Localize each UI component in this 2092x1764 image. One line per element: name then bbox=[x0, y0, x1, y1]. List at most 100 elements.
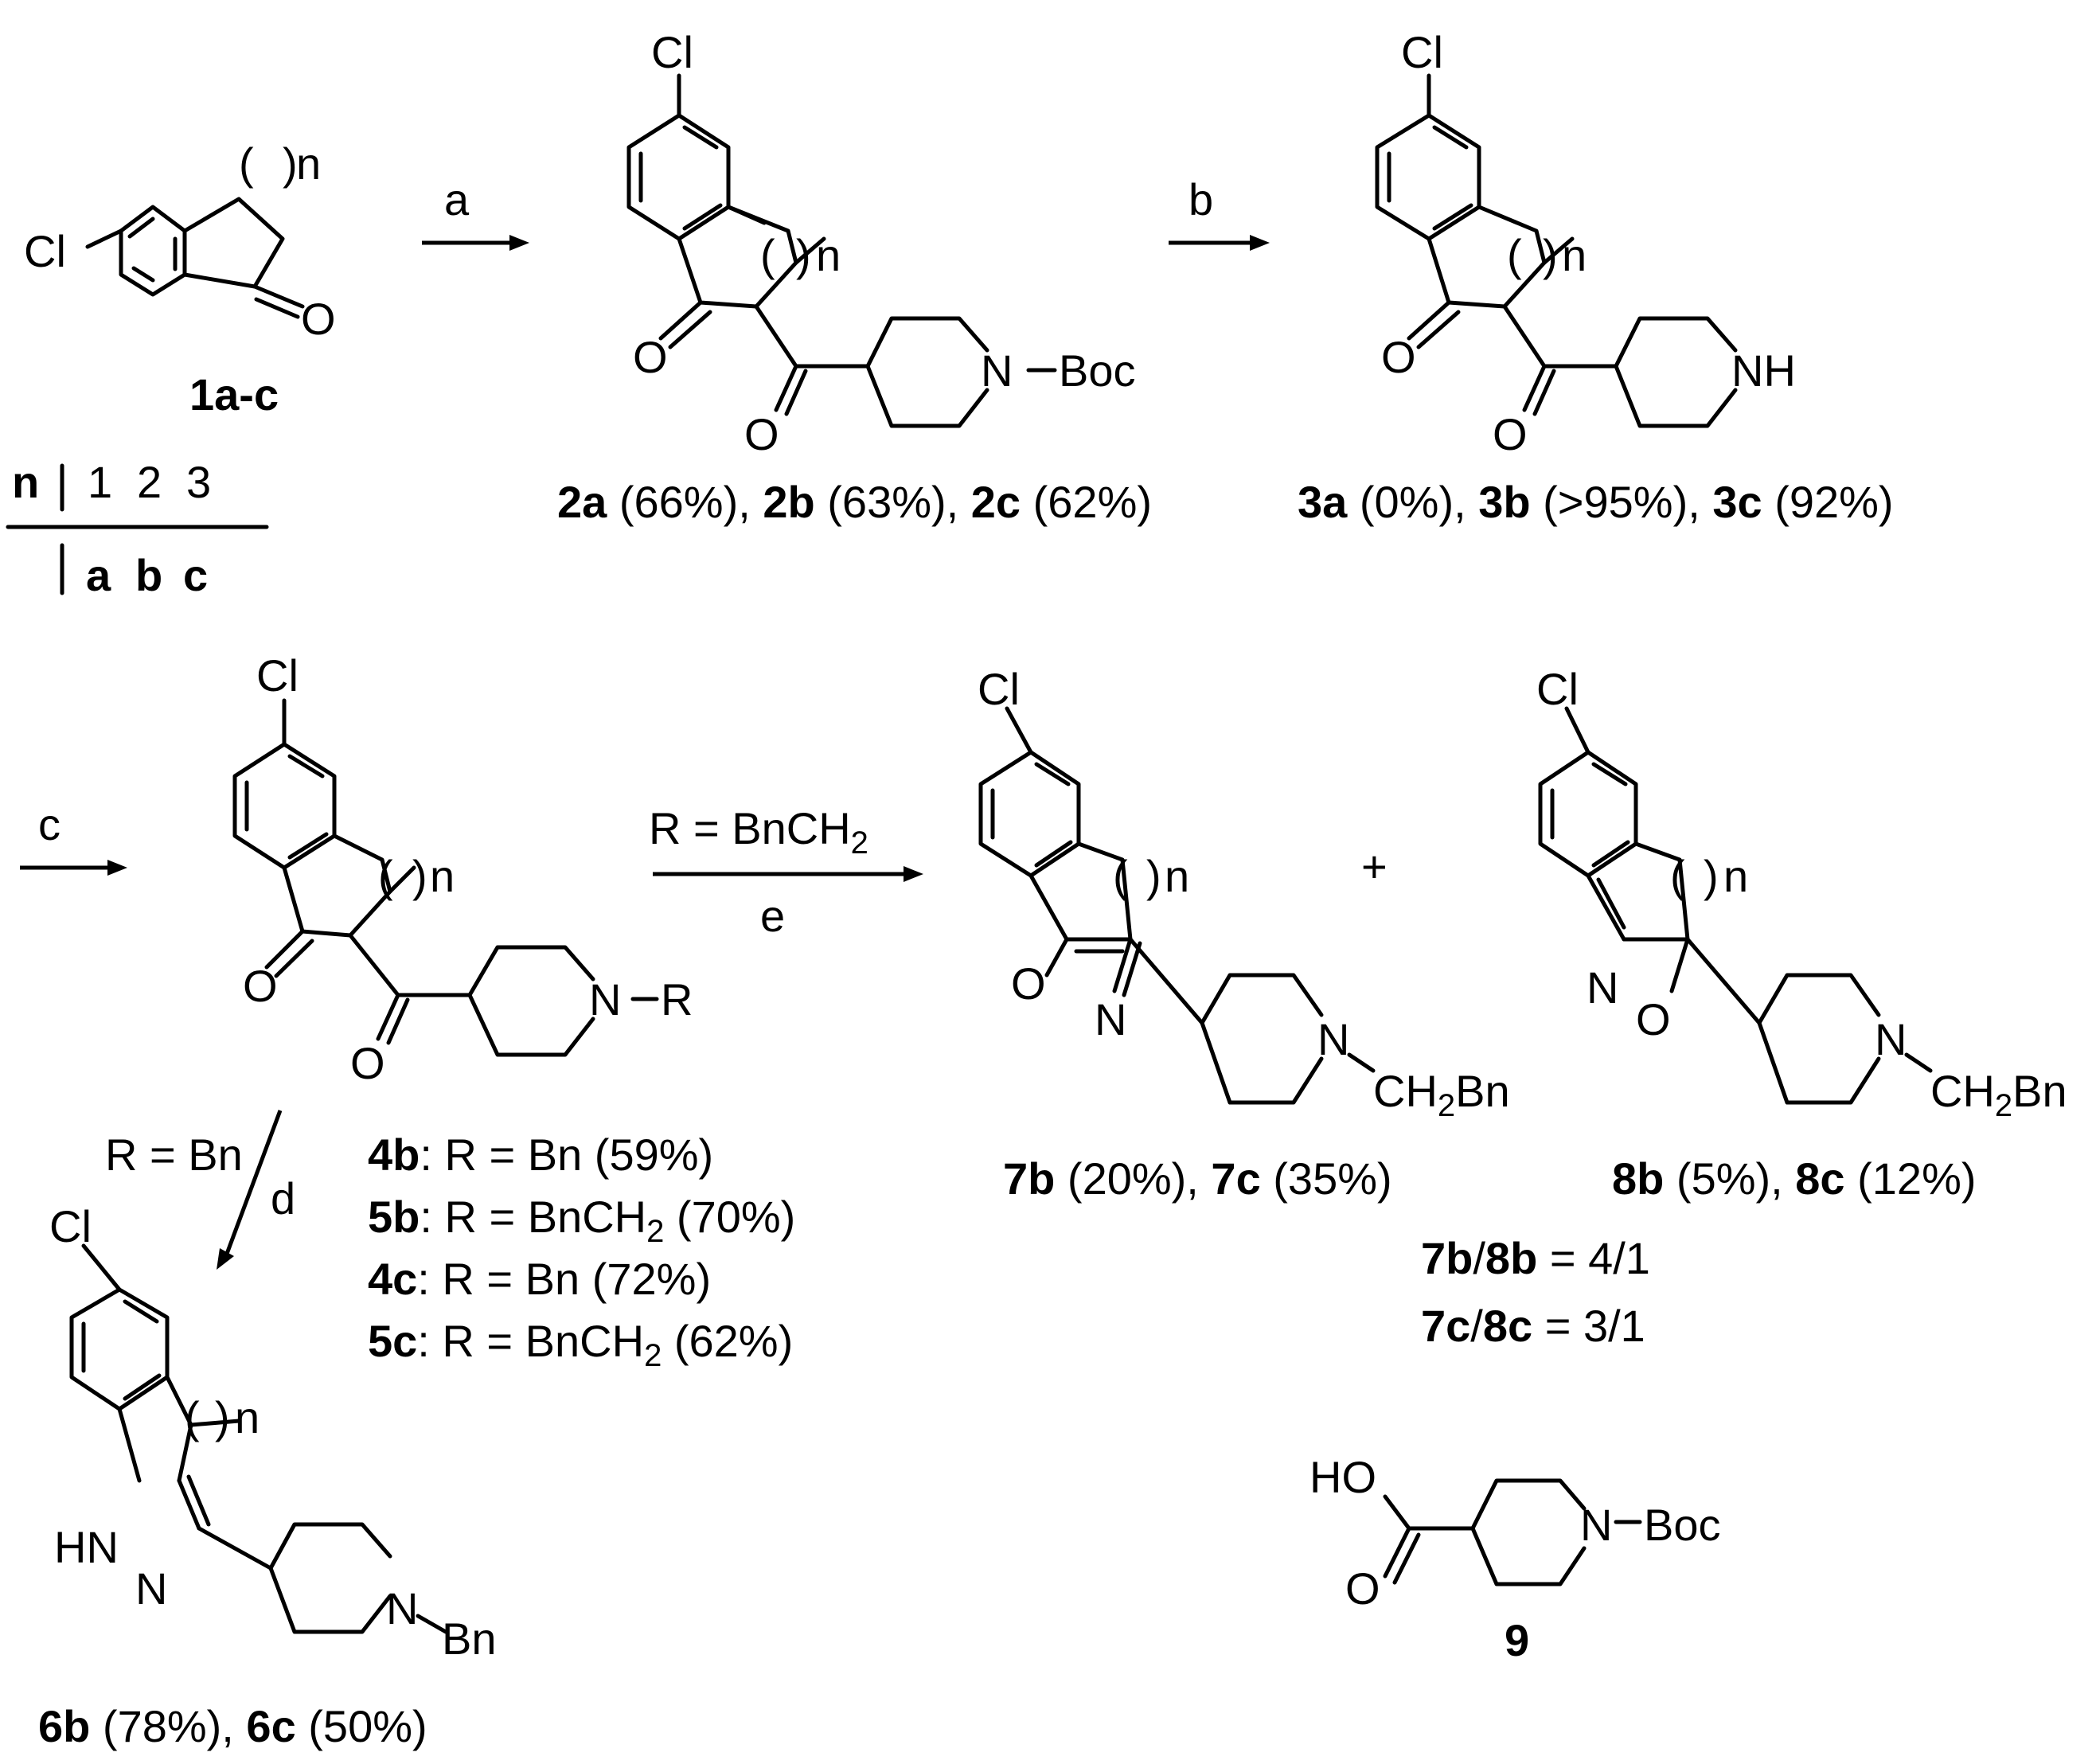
n-atom: N bbox=[1580, 1500, 1612, 1550]
compound-3: Cl O O NH ( ) n 3a (0%), 3b (>95%), 3c (… bbox=[1298, 27, 1894, 527]
c45-line-4: 5c: R = BnCH2 (62%) bbox=[368, 1316, 793, 1373]
ring-n: n bbox=[235, 1392, 260, 1442]
ring-n: n bbox=[816, 230, 841, 280]
n-atom: N bbox=[1095, 994, 1126, 1044]
boc-group: Boc bbox=[1644, 1500, 1721, 1550]
n-atom: N bbox=[981, 345, 1013, 396]
table-c: c bbox=[183, 550, 208, 600]
table-n1: 1 bbox=[88, 457, 112, 507]
ring-n: n bbox=[1723, 851, 1748, 901]
paren-open: ( bbox=[760, 230, 775, 280]
ring-n: n bbox=[1562, 230, 1587, 280]
compound-8-yields: 8b (5%), 8c (12%) bbox=[1612, 1153, 1977, 1204]
compound-9: HO O N Boc 9 bbox=[1309, 1452, 1721, 1665]
cl-atom: Cl bbox=[49, 1201, 92, 1251]
o-atom: O bbox=[350, 1038, 385, 1088]
o-atom: O bbox=[1011, 958, 1046, 1009]
ch2bn-group: CH2Bn bbox=[1930, 1066, 2067, 1123]
paren-open: ( bbox=[1507, 230, 1522, 280]
ring-n: n bbox=[430, 851, 455, 901]
ratio-c: 7c/8c = 3/1 bbox=[1421, 1301, 1645, 1351]
o-atom: O bbox=[243, 961, 278, 1011]
table-b: b bbox=[135, 550, 162, 600]
ratios: 7b/8b = 4/1 7c/8c = 3/1 bbox=[1421, 1233, 1650, 1351]
compound-7-yields: 7b (20%), 7c (35%) bbox=[1003, 1153, 1392, 1204]
paren-close: ) bbox=[1146, 851, 1161, 901]
paren-close: ) bbox=[412, 851, 427, 901]
arrow-e: R = BnCH2 e bbox=[649, 803, 923, 941]
compound-7: Cl O N N CH2Bn ( ) n 7b (20%), 7c (35%) bbox=[978, 664, 1510, 1204]
nh-atom: NH bbox=[1731, 345, 1796, 396]
table-a: a bbox=[86, 550, 111, 600]
compound-3-yields: 3a (0%), 3b (>95%), 3c (92%) bbox=[1298, 477, 1894, 527]
cl-atom: Cl bbox=[1536, 664, 1579, 714]
paren-close: ) bbox=[796, 230, 811, 280]
cl-atom: Cl bbox=[256, 650, 299, 701]
r-group: R bbox=[661, 974, 693, 1024]
paren-close: ) bbox=[1543, 230, 1558, 280]
e-condition: R = BnCH2 bbox=[649, 803, 868, 861]
compound-6: Cl HN N N Bn ( ) n 6b (78%), 6c (50%) bbox=[38, 1201, 497, 1751]
o-atom: O bbox=[633, 332, 668, 382]
n-atom: N bbox=[135, 1563, 167, 1614]
n-atom: N bbox=[1875, 1014, 1907, 1064]
n-atom: N bbox=[589, 974, 621, 1024]
ch2bn-group: CH2Bn bbox=[1373, 1066, 1510, 1123]
cl-atom: Cl bbox=[1401, 27, 1443, 77]
c45-line-1: 4b: R = Bn (59%) bbox=[368, 1130, 713, 1180]
table-n3: 3 bbox=[186, 457, 211, 507]
n-atom: N bbox=[1317, 1014, 1349, 1064]
compound-4-5-list: 4b: R = Bn (59%) 5b: R = BnCH2 (70%) 4c:… bbox=[368, 1130, 795, 1373]
compound-9-label: 9 bbox=[1505, 1615, 1529, 1665]
o-atom: O bbox=[301, 294, 336, 344]
paren-close: ) bbox=[1704, 851, 1719, 901]
ring-n: n bbox=[296, 139, 321, 189]
o-atom: O bbox=[1493, 409, 1528, 459]
paren-open: ( bbox=[1113, 851, 1128, 901]
c45-line-3: 4c: R = Bn (72%) bbox=[368, 1254, 711, 1304]
ratio-b: 7b/8b = 4/1 bbox=[1421, 1233, 1650, 1283]
step-c-label: c bbox=[38, 799, 60, 849]
table-header: n bbox=[12, 457, 39, 507]
cl-atom: Cl bbox=[978, 664, 1020, 714]
n-atom: N bbox=[386, 1583, 418, 1633]
plus-sign: + bbox=[1361, 841, 1388, 892]
n-table: n 1 2 3 a b c bbox=[6, 457, 269, 600]
paren-open: ( bbox=[239, 139, 254, 189]
paren-open: ( bbox=[378, 851, 393, 901]
step-e-label: e bbox=[760, 891, 785, 941]
c45-line-2: 5b: R = BnCH2 (70%) bbox=[368, 1192, 795, 1249]
arrow-a: a bbox=[422, 174, 529, 251]
cl-atom: Cl bbox=[24, 226, 66, 276]
compound-2-yields: 2a (66%), 2b (63%), 2c (62%) bbox=[557, 477, 1152, 527]
compound-8: Cl N O N CH2Bn ( ) n 8b (5%), 8c (12%) bbox=[1536, 664, 2067, 1204]
arrow-c: c bbox=[20, 799, 127, 876]
compound-1-label: 1a-c bbox=[189, 369, 279, 420]
arrow-b: b bbox=[1169, 174, 1270, 251]
step-a-label: a bbox=[444, 174, 470, 224]
step-b-label: b bbox=[1188, 174, 1213, 224]
ho-group: HO bbox=[1309, 1452, 1376, 1502]
paren-open: ( bbox=[1670, 851, 1685, 901]
ring-n: n bbox=[1165, 851, 1189, 901]
paren-close: ) bbox=[283, 139, 298, 189]
cl-atom: Cl bbox=[651, 27, 693, 77]
step-d-label: d bbox=[271, 1173, 295, 1223]
compound-1: Cl O ( ) n 1a-c bbox=[24, 139, 336, 420]
paren-close: ) bbox=[215, 1392, 230, 1442]
o-atom: O bbox=[1345, 1563, 1380, 1614]
n-atom: N bbox=[1587, 962, 1618, 1013]
boc-group: Boc bbox=[1059, 345, 1136, 396]
compound-4-5: Cl O O N R ( ) n bbox=[232, 650, 693, 1088]
compound-6-yields: 6b (78%), 6c (50%) bbox=[38, 1701, 427, 1751]
arrow-d: R = Bn d bbox=[105, 1110, 295, 1270]
hn-atom: HN bbox=[54, 1522, 119, 1572]
paren-open: ( bbox=[185, 1392, 200, 1442]
o-atom: O bbox=[744, 409, 779, 459]
d-condition: R = Bn bbox=[105, 1130, 243, 1180]
table-n2: 2 bbox=[137, 457, 162, 507]
bn-group: Bn bbox=[442, 1614, 497, 1664]
o-atom: O bbox=[1636, 994, 1671, 1044]
compound-2: Cl O O N Boc ( ) n 2a (66%), 2b (63%), 2… bbox=[557, 27, 1152, 527]
